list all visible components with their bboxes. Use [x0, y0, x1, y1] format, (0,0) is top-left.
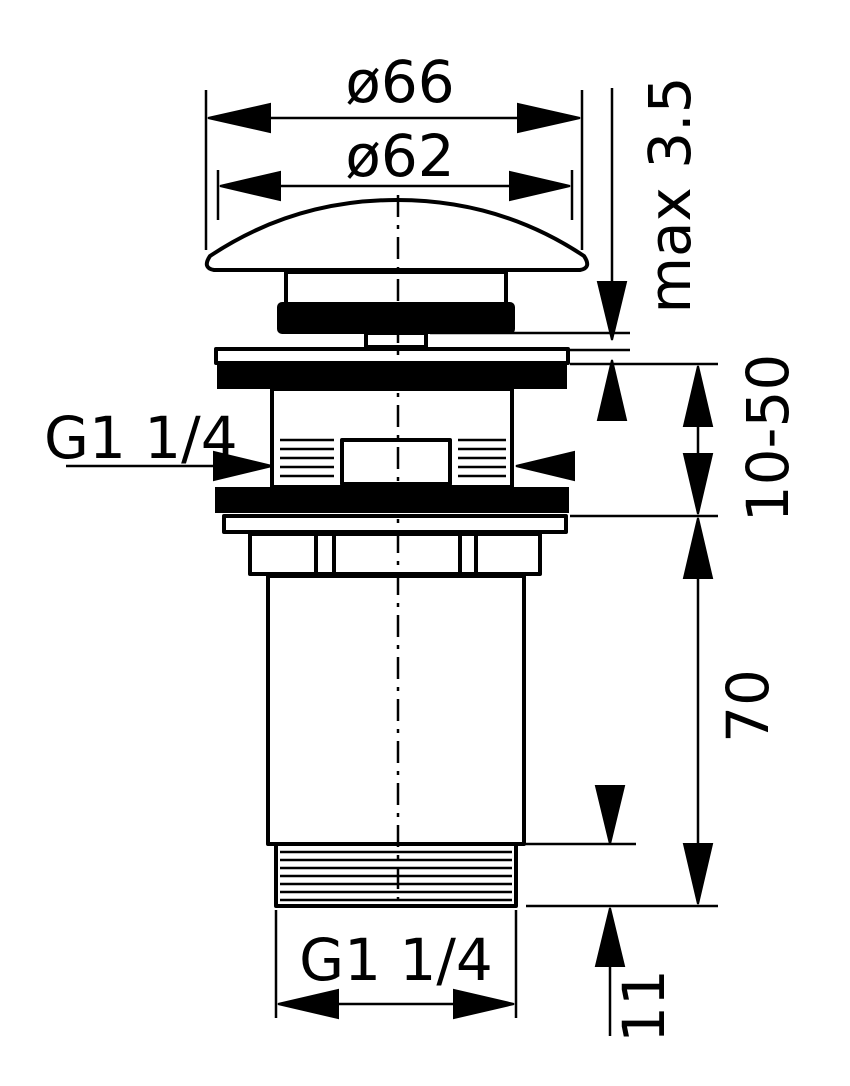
dim-max-gap [430, 88, 630, 421]
outlet-thread-lines [280, 850, 512, 902]
top-flange-gasket [217, 363, 567, 389]
dim-body-thread [66, 450, 575, 482]
body-thread-left [280, 438, 334, 478]
body-thread-label: G1 1/4 [44, 404, 238, 472]
dim-body-length [526, 517, 718, 908]
dim-thread-length [524, 785, 636, 1036]
inner-diameter-label: ø62 [345, 122, 454, 190]
seal-stem [364, 331, 428, 349]
clamp-range-label: 10-50 [734, 354, 802, 523]
outlet-thread-label: G1 1/4 [299, 926, 493, 994]
thread-length-label: 11 [610, 969, 678, 1043]
drain-cap [204, 198, 590, 272]
body-tube [266, 574, 526, 846]
max-gap-label: max 3.5 [636, 76, 704, 313]
body-thread-right [458, 438, 506, 478]
lower-gasket [215, 487, 569, 513]
dim-inner-diameter [216, 170, 574, 220]
nut [248, 532, 542, 576]
seal-ring [277, 302, 515, 334]
body-window [340, 438, 452, 486]
outlet-thread [274, 842, 518, 908]
lower-flange [222, 514, 568, 534]
top-flange [214, 347, 570, 365]
cap-stem [284, 270, 508, 306]
body-length-label: 70 [714, 669, 782, 743]
outer-diameter-label: ø66 [345, 48, 454, 116]
dim-clamp-range [570, 362, 718, 518]
dim-outer-diameter [204, 90, 584, 250]
dim-outlet-thread [274, 910, 518, 1020]
